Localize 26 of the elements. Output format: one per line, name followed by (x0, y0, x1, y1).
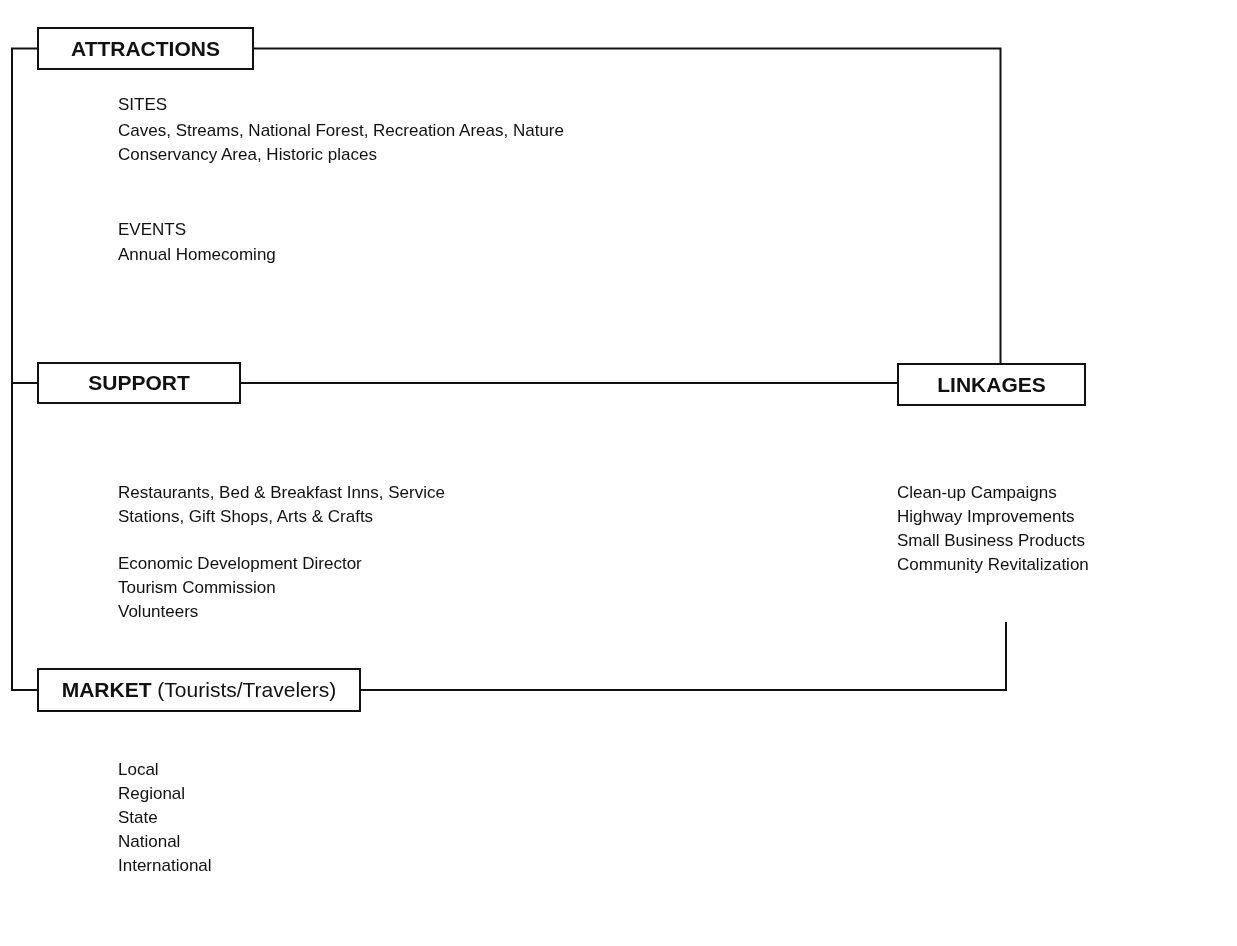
item-text: State (118, 807, 158, 829)
category-box: SUPPORT (37, 362, 241, 404)
category-box: LINKAGES (897, 363, 1086, 406)
item-text: International (118, 855, 212, 877)
connector-line (240, 382, 898, 384)
category-box: ATTRACTIONS (37, 27, 254, 70)
connector-line (11, 47, 38, 384)
item-text: Restaurants, Bed & Breakfast Inns, Service Stations, Gift Shops, Arts & Crafts (118, 482, 446, 528)
category-box: MARKET (Tourists/Travelers) (37, 668, 361, 712)
connector-line (11, 382, 38, 691)
item-text: Economic Development Director (118, 553, 362, 575)
item-text: SITES (118, 94, 168, 116)
item-text: Clean-up Campaigns (897, 482, 1057, 504)
item-text: Volunteers (118, 601, 199, 623)
item-text: Regional (118, 783, 186, 805)
item-text: EVENTS (118, 219, 187, 241)
item-text: Annual Homecoming (118, 244, 276, 266)
item-text: Highway Improvements (897, 506, 1075, 528)
item-text: Tourism Commission (118, 577, 276, 599)
item-text: Community Revitalization (897, 554, 1089, 576)
item-text: Small Business Products (897, 530, 1086, 552)
item-text: Caves, Streams, National Forest, Recreation Areas, Nature Conservancy Area, Historic places (118, 120, 565, 166)
item-text: National (118, 831, 181, 853)
item-text: Local (118, 759, 159, 781)
connector-line (253, 47, 1002, 364)
connector-line (360, 621, 1007, 691)
